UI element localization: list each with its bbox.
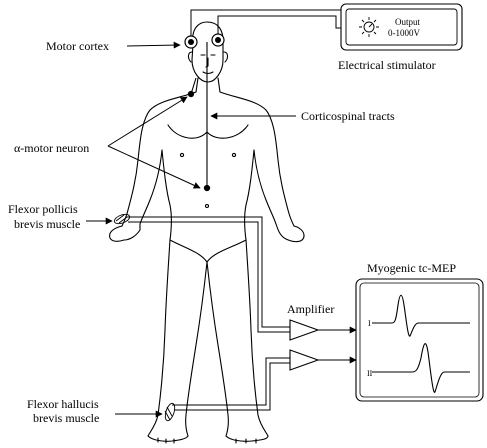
mep-trace-1 bbox=[372, 294, 470, 337]
recording-wires bbox=[126, 216, 357, 411]
left-leg-outer bbox=[147, 239, 171, 437]
right-hand bbox=[275, 223, 305, 243]
left-arm-inner bbox=[139, 149, 163, 225]
head bbox=[191, 21, 224, 83]
flexor-hallucis-muscle-shape bbox=[164, 402, 176, 422]
flexor-pollicis-label-line2: brevis muscle bbox=[14, 217, 80, 231]
left-foot bbox=[147, 435, 189, 442]
right-arm bbox=[219, 91, 295, 227]
chest bbox=[167, 124, 249, 139]
scalp-electrodes bbox=[184, 33, 225, 49]
amplifiers bbox=[289, 319, 320, 371]
right-leg-inner bbox=[206, 261, 229, 437]
left-hand bbox=[109, 223, 141, 242]
flexor-hallucis-label-line1: Flexor hallucis bbox=[27, 397, 99, 411]
alpha-motor-neuron-label: α-motor neuron bbox=[14, 141, 89, 155]
left-leg-inner bbox=[185, 261, 208, 437]
trace-1-label: I bbox=[368, 319, 371, 328]
flexor-pollicis-muscle-shape bbox=[113, 213, 131, 225]
groin bbox=[169, 239, 247, 263]
mep-trace-2 bbox=[372, 343, 470, 393]
right-foot bbox=[225, 435, 269, 442]
amplifier-2 bbox=[289, 349, 320, 371]
myogenic-tc-mep-label: Myogenic tc-MEP bbox=[367, 261, 456, 275]
trace-2-label: II bbox=[367, 369, 373, 378]
corticospinal-tract bbox=[187, 42, 211, 192]
human-body-outline bbox=[109, 21, 305, 444]
motor-cortex-label: Motor cortex bbox=[46, 39, 109, 53]
electrical-stimulator-label: Electrical stimulator bbox=[338, 58, 436, 72]
corticospinal-tracts-label: Corticospinal tracts bbox=[301, 109, 395, 123]
mep-display: I II bbox=[355, 278, 484, 402]
dial-icon bbox=[359, 17, 379, 37]
amplifier-1 bbox=[289, 319, 320, 341]
right-arm-inner bbox=[253, 149, 277, 225]
left-ear bbox=[187, 51, 193, 63]
flexor-pollicis-label-line1: Flexor pollicis bbox=[8, 202, 78, 216]
torso-left bbox=[161, 149, 173, 241]
toes bbox=[157, 437, 257, 444]
left-arm bbox=[121, 91, 197, 227]
stimulator-voltage-label: 0-1000V bbox=[388, 28, 420, 38]
electrical-stimulator: Output 0-1000V bbox=[340, 3, 463, 51]
right-ear bbox=[223, 51, 229, 63]
face bbox=[200, 54, 216, 75]
right-leg-outer bbox=[245, 239, 269, 437]
muscles bbox=[113, 213, 176, 422]
amplifier-label: Amplifier bbox=[287, 302, 334, 316]
torso-right bbox=[243, 149, 255, 241]
neck bbox=[195, 77, 221, 93]
flexor-hallucis-label-line2: brevis muscle bbox=[33, 411, 99, 425]
stimulator-output-label: Output bbox=[395, 17, 421, 27]
